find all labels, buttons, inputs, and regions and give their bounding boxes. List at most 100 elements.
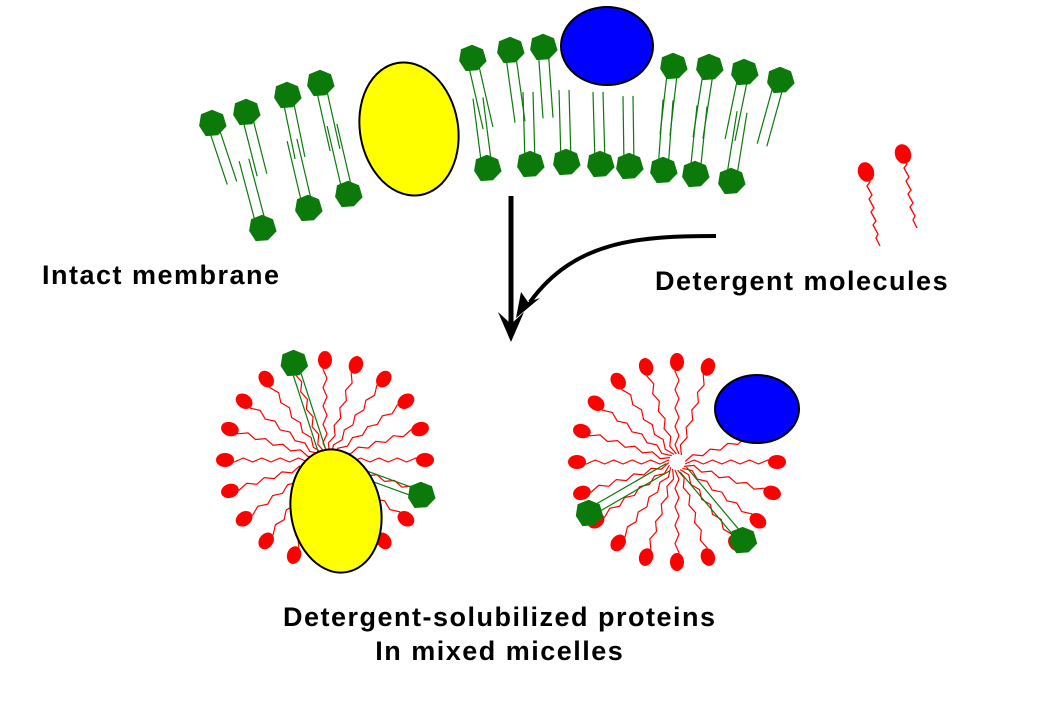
detergent-tail [645, 366, 677, 455]
lipid-head [731, 58, 759, 86]
lipid-head [616, 152, 644, 180]
detergent-tail [617, 380, 675, 455]
detergent-tail [327, 364, 357, 454]
detergent-head [397, 511, 415, 527]
yellow-protein-in-micelle [289, 448, 383, 574]
lipid-head [682, 160, 710, 188]
lipid-tail [558, 90, 562, 163]
lipid-head [553, 148, 581, 176]
detergent-head [700, 548, 716, 566]
lipid-tail [679, 471, 740, 544]
detergent-head [258, 370, 274, 388]
lipid-tail [735, 112, 748, 182]
curved-arrow-head [516, 292, 540, 318]
detergent-head [235, 393, 253, 409]
lipid-tail [296, 138, 314, 207]
detergent-head [397, 393, 415, 409]
lipid-head [459, 44, 487, 72]
detergent-tail [322, 359, 328, 453]
lipid-tail [568, 89, 572, 162]
lipid-head [295, 194, 323, 222]
detergent-head [638, 548, 654, 566]
micelle-caption: Detergent-solubilized proteins In mixed … [283, 600, 717, 668]
lipid-head [575, 499, 604, 527]
detergent-head [638, 358, 654, 376]
lipid-tail [472, 98, 483, 169]
lipid-head [233, 98, 261, 126]
detergent-head [610, 372, 626, 390]
caption-line-1: Detergent-solubilized proteins [283, 602, 717, 632]
lipid-head [474, 154, 502, 182]
detergent-tail [683, 464, 773, 494]
detergent-tail [674, 469, 680, 563]
detergent-tail [576, 459, 670, 465]
lipid-head [408, 481, 436, 508]
detergent-head [416, 453, 434, 467]
detergent-tail [293, 364, 325, 453]
lipid-tail [592, 92, 596, 165]
detergent-tail [679, 469, 737, 544]
detergent-head [348, 356, 364, 374]
detergent-head [221, 421, 239, 437]
detergent-head [221, 483, 239, 499]
detergent-tail [679, 366, 709, 456]
detergent-tail [330, 378, 385, 455]
lipid-tail [622, 96, 625, 167]
detergent-head [768, 455, 786, 469]
down-arrow-head [498, 312, 524, 342]
detergent-tail [224, 457, 318, 463]
detergent-head [235, 511, 253, 527]
lipid-tail [248, 158, 268, 227]
blue-membrane-protein [560, 6, 654, 86]
detergent-molecules-label: Detergent molecules [655, 266, 950, 296]
detergent-tail [332, 400, 407, 458]
lipid-tail [522, 92, 526, 165]
intact-membrane-label: Intact membrane [42, 260, 281, 290]
lipid-tail [296, 361, 327, 450]
detergent-molecules [857, 144, 918, 247]
lipid-tail [667, 100, 674, 171]
lipid-head [696, 53, 724, 81]
lipid-bilayer [199, 33, 795, 242]
detergent-head [670, 553, 684, 571]
detergent-tail [645, 468, 675, 558]
detergent-tail [581, 430, 671, 460]
detergent-tail [684, 459, 778, 465]
detergent-head [216, 453, 234, 467]
lipid-head [660, 52, 688, 80]
detergent-head [573, 485, 591, 501]
detergent-head [700, 358, 716, 376]
detergent-head [376, 370, 392, 388]
detergent-tail [682, 467, 759, 522]
detergent-head [894, 144, 912, 164]
lipid-head [249, 214, 277, 242]
detergent-tail [595, 464, 670, 522]
detergent-tail [229, 428, 319, 458]
lipid-tail [532, 91, 536, 164]
lipid-head [530, 33, 558, 61]
lipid-tail [725, 111, 738, 181]
lipid-tail [289, 364, 319, 452]
detergent-head [587, 395, 605, 411]
detergent-tail [677, 469, 709, 558]
detergent-head [763, 485, 781, 501]
detergent-head [670, 353, 684, 371]
blue-protein-in-micelle [714, 374, 800, 444]
lipid-tail [482, 97, 493, 168]
lipid-tail [632, 95, 635, 166]
lipid-tail [602, 91, 606, 164]
lipid-head [718, 167, 746, 195]
detergent-head [749, 513, 767, 529]
detergent-head [286, 546, 302, 564]
detergent-tail [617, 467, 672, 544]
lipid-head [307, 69, 335, 97]
detergent-tail [865, 173, 881, 247]
detergent-tail [902, 155, 918, 229]
lipid-tail [336, 123, 354, 194]
lipid-tail [686, 466, 747, 538]
detergent-head [411, 421, 429, 437]
detergent-tail [243, 400, 320, 455]
lipid-head [497, 36, 525, 64]
lipid-head [767, 66, 795, 94]
